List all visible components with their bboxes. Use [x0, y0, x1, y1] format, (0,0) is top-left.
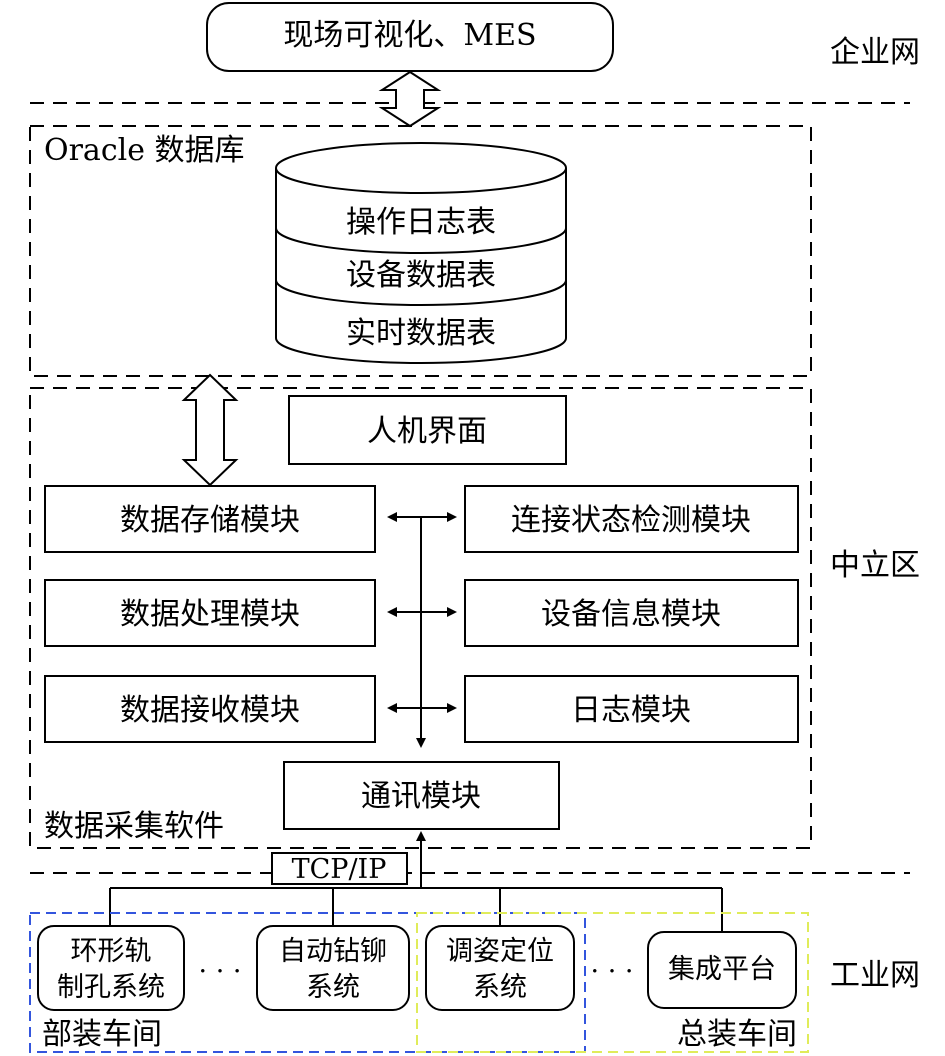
module-communication: 通讯模块: [283, 761, 560, 830]
device-ring-rail-drilling-line1: 环形轨: [71, 936, 152, 967]
device-auto-riveting-line1: 自动钻铆: [279, 936, 387, 967]
device-auto-riveting-line2: 系统: [306, 972, 360, 1003]
ellipsis-left: · · ·: [199, 956, 242, 987]
module-device-info-label: 设备信息模块: [541, 597, 721, 632]
hollow-double-arrow-top: [378, 70, 442, 128]
device-ring-rail-drilling: 环形轨 制孔系统: [37, 925, 185, 1011]
device-integration-platform: 集成平台: [647, 931, 797, 1009]
device-pose-positioning-line1: 调姿定位: [446, 936, 554, 967]
tcpip-box: TCP/IP: [271, 852, 408, 885]
workshop-part-assembly: [29, 912, 586, 1053]
module-data-receiving-label: 数据接收模块: [120, 693, 300, 728]
ui-label: 人机界面: [367, 414, 487, 449]
workshop-part-assembly-label: 部装车间: [42, 1017, 162, 1052]
module-communication-label: 通讯模块: [361, 779, 481, 814]
module-log-label: 日志模块: [571, 693, 691, 728]
zone-label-neutral: 中立区: [830, 548, 920, 583]
module-connection-status-label: 连接状态检测模块: [511, 503, 751, 538]
top-box-label: 现场可视化、MES: [283, 18, 536, 53]
device-integration-platform-line1: 集成平台: [668, 954, 776, 985]
device-auto-riveting: 自动钻铆 系统: [256, 925, 410, 1011]
device-pose-positioning: 调姿定位 系统: [425, 925, 575, 1011]
ui-box: 人机界面: [288, 395, 567, 465]
device-ring-rail-drilling-line2: 制孔系统: [57, 972, 165, 1003]
database-title: Oracle 数据库: [44, 133, 245, 168]
zone-label-enterprise: 企业网: [830, 35, 920, 70]
module-data-receiving: 数据接收模块: [44, 675, 376, 743]
database-region: [29, 125, 812, 377]
ellipsis-right: · · ·: [591, 956, 634, 987]
top-box: 现场可视化、MES: [206, 2, 614, 72]
db-table-device-data: 设备数据表: [346, 258, 496, 293]
module-connection-status: 连接状态检测模块: [464, 485, 799, 553]
zone-label-industrial: 工业网: [830, 958, 920, 993]
module-data-storage-label: 数据存储模块: [120, 503, 300, 538]
db-table-operation-log: 操作日志表: [346, 205, 496, 240]
module-data-storage: 数据存储模块: [44, 485, 376, 553]
module-device-info: 设备信息模块: [464, 579, 799, 647]
module-log: 日志模块: [464, 675, 799, 743]
device-pose-positioning-line2: 系统: [473, 972, 527, 1003]
tcpip-label: TCP/IP: [292, 854, 387, 885]
module-data-processing-label: 数据处理模块: [120, 597, 300, 632]
module-data-processing: 数据处理模块: [44, 579, 376, 647]
hollow-double-arrow-db: [181, 373, 239, 487]
workshop-final-assembly-label: 总装车间: [677, 1017, 797, 1052]
workshop-final-assembly: [416, 912, 809, 1053]
device-bus: [109, 887, 723, 932]
database-cylinder: [275, 142, 567, 364]
software-title: 数据采集软件: [44, 809, 224, 844]
db-table-realtime-data: 实时数据表: [346, 316, 496, 351]
